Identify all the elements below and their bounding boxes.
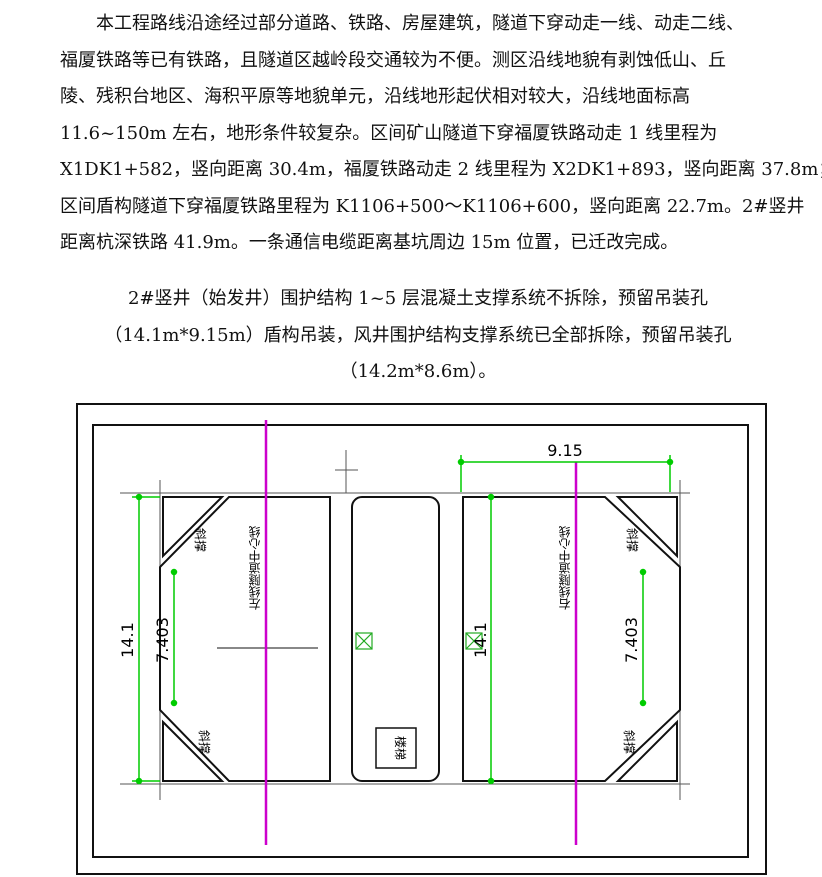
dim-left-inner: 7.403 (153, 617, 172, 663)
right-opening (462, 496, 681, 782)
cross-mark-right (465, 632, 483, 650)
paragraph-line: 2#竖井（始发井）围护结构 1~5 层混凝土支撑系统不拆除，预留吊装孔 (128, 288, 708, 309)
brace-label-bl: 斜撑 (197, 730, 212, 754)
paragraph-line: 11.6~150m 左右，地形条件较复杂。区间矿山隧道下穿福厦铁路动走 1 线里… (60, 122, 718, 144)
dim-left-height: 14.1 (118, 622, 137, 658)
brace-block-tl (162, 496, 225, 559)
paragraph-line: 区间盾构隧道下穿福厦铁路里程为 K1106+500～K1106+600，竖向距离… (60, 195, 805, 217)
brace-label-tl: 斜撑 (193, 528, 208, 552)
dim-top-width: 9.15 (547, 441, 583, 460)
brace-block-bl (162, 719, 225, 782)
brace-block-tr (615, 496, 678, 559)
body-paragraph-2: 2#竖井（始发井）围护结构 1~5 层混凝土支撑系统不拆除，预留吊装孔 （14.… (60, 281, 776, 391)
paragraph-line: X1DK1+582，竖向距离 30.4m，福厦铁路动走 2 线里程为 X2DK1… (60, 159, 822, 180)
cross-mark-left (355, 632, 373, 650)
paragraph-line: 福厦铁路等已有铁路，且隧道区越岭段交通较为不便。测区沿线地貌有剥蚀低山、丘 (60, 49, 726, 71)
left-opening (159, 496, 331, 782)
dim-mid-height: 14.1 (471, 622, 490, 658)
right-centerline-label: 右线隧道中心线 (558, 526, 572, 611)
left-centerline-label: 左线隧道中心线 (248, 526, 262, 611)
stair-box (375, 727, 417, 769)
paragraph-line: 距离杭深铁路 41.9m。一条通信电缆距离基坑周边 15m 位置，已迁改完成。 (60, 232, 679, 253)
stair-label: 楼梯 (393, 736, 408, 760)
dimension-lines (132, 455, 674, 785)
paragraph-line: 陵、残积台地区、海积平原等地貌单元，沿线地形起伏相对较大，沿线地面标高 (60, 86, 690, 107)
brace-label-br: 斜撑 (622, 730, 637, 754)
paragraph-line: （14.2m*8.6m）。 (339, 361, 497, 382)
paragraph-line: 本工程路线沿途经过部分道路、铁路、房屋建筑，隧道下穿动走一线、动走二线、 (60, 13, 744, 34)
middle-cell (351, 496, 440, 782)
inner-frame (92, 424, 749, 858)
body-paragraph-1: 本工程路线沿途经过部分道路、铁路、房屋建筑，隧道下穿动走一线、动走二线、 福厦铁… (60, 6, 822, 262)
outer-frame (76, 403, 767, 875)
dim-right-inner: 7.403 (622, 617, 641, 663)
brace-label-tr: 斜撑 (625, 528, 640, 552)
paragraph-line: （14.1m*9.15m）盾构吊装，风井围护结构支撑系统已全部拆除，预留吊装孔 (104, 324, 732, 346)
brace-block-br (615, 719, 678, 782)
